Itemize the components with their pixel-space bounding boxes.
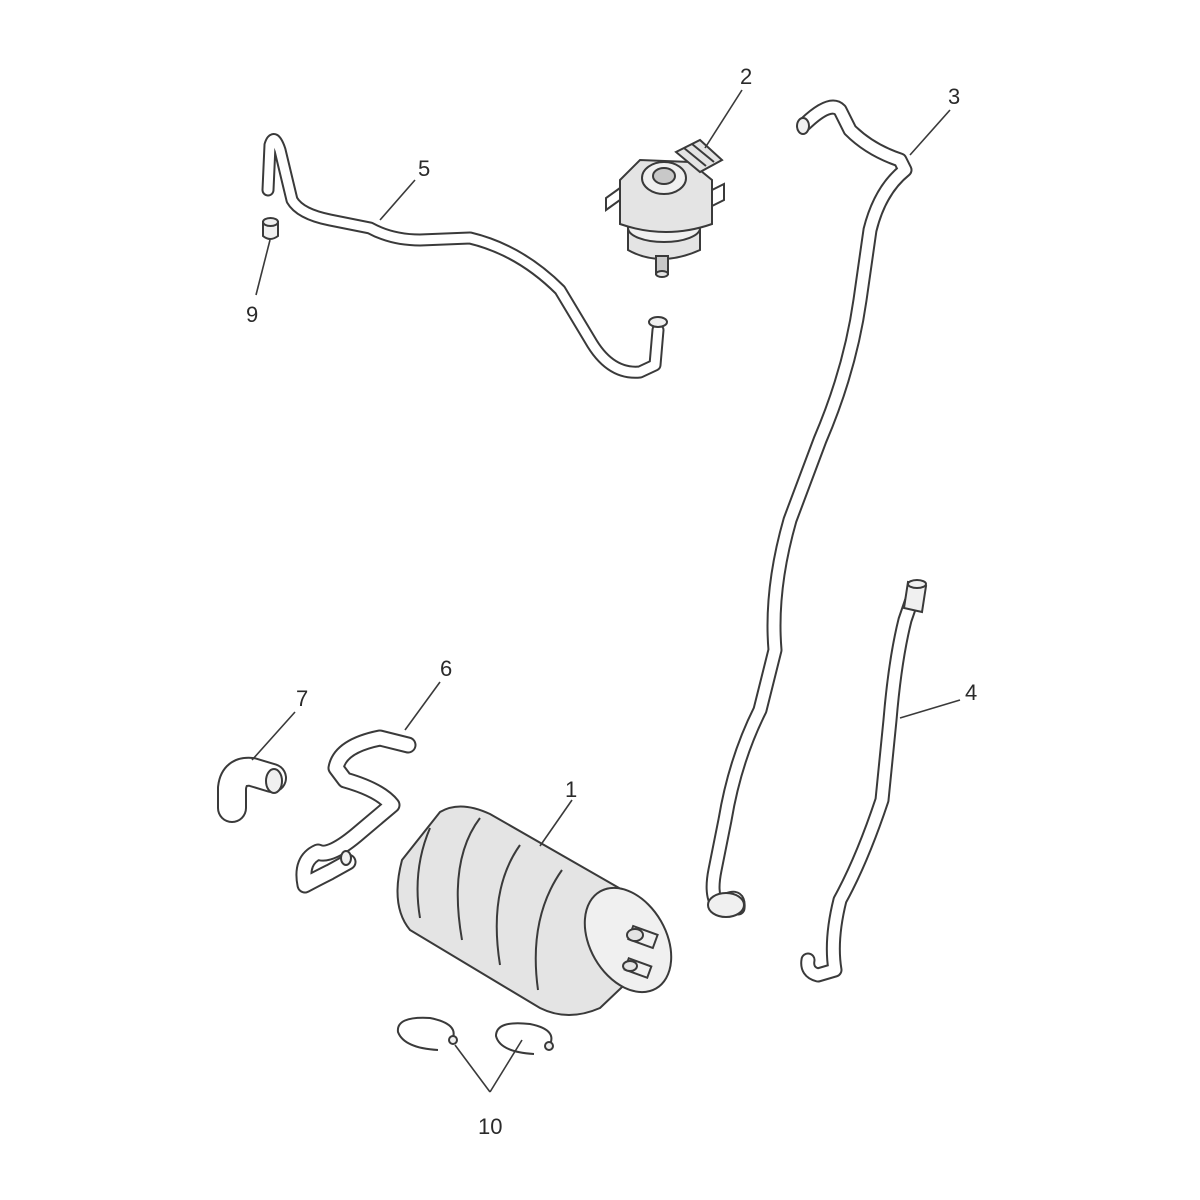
part-10-clip-right[interactable]	[494, 1022, 554, 1055]
callout-3: 3	[948, 84, 960, 109]
callout-2: 2	[740, 64, 752, 89]
leader-4	[899, 699, 961, 719]
part-10-clip-left[interactable]	[396, 1016, 458, 1051]
leader-10a	[454, 1044, 491, 1093]
part-6-hose[interactable]	[295, 729, 417, 894]
leader-7	[251, 711, 296, 761]
callout-9: 9	[246, 302, 258, 327]
part-4-hose[interactable]	[800, 579, 928, 983]
leader-10b	[489, 1039, 523, 1093]
callout-7: 7	[296, 686, 308, 711]
leader-2	[704, 89, 743, 149]
part-5-hose[interactable]	[261, 133, 668, 379]
part-1-canister[interactable]	[396, 805, 689, 1016]
leader-6	[404, 681, 441, 731]
callout-1: 1	[565, 777, 577, 802]
callout-6: 6	[440, 656, 452, 681]
callout-10: 10	[478, 1114, 502, 1139]
leader-5	[379, 179, 416, 221]
part-3-hose[interactable]	[705, 99, 913, 918]
leader-9	[255, 239, 271, 296]
callout-4: 4	[965, 680, 977, 705]
leader-1	[539, 799, 573, 847]
part-9-cap[interactable]	[262, 217, 279, 240]
part-2-purge-valve[interactable]	[605, 138, 725, 278]
leader-3	[909, 109, 951, 156]
part-7-elbow[interactable]	[217, 756, 287, 823]
callout-5: 5	[418, 156, 430, 181]
